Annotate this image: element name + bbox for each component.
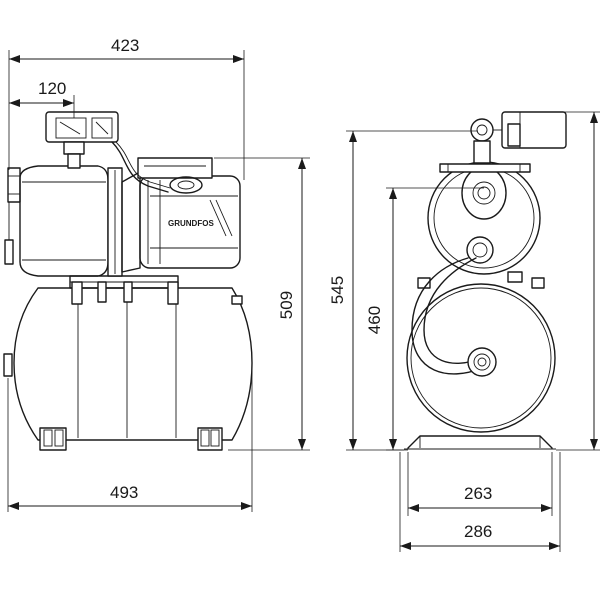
dim-inlet-offset: 120 — [38, 79, 66, 98]
front-dimensions: 423 120 509 493 — [7, 36, 310, 512]
side-base — [404, 435, 556, 450]
pump-casing — [19, 165, 123, 277]
pump-bracket — [69, 275, 179, 305]
dim-width-overall: 423 — [111, 36, 139, 55]
dim-height-total: 577 — [596, 272, 600, 300]
brand-logo: GRUNDFOS — [168, 219, 214, 228]
pressure-switch — [45, 111, 171, 193]
inlet-flange — [4, 167, 21, 265]
side-tank — [406, 271, 556, 433]
front-view: GRUNDFOS — [3, 111, 253, 451]
dim-base-width: 263 — [464, 484, 492, 503]
side-view — [404, 111, 567, 450]
dim-base-overall: 286 — [464, 522, 492, 541]
side-pump — [427, 161, 541, 275]
dim-tank-length: 493 — [110, 483, 138, 502]
side-dimensions: 545 460 577 263 286 — [328, 111, 600, 552]
side-hose — [411, 257, 497, 377]
side-pressure-switch — [470, 111, 567, 164]
motor: GRUNDFOS — [121, 157, 241, 273]
dim-suction-height: 460 — [365, 306, 384, 334]
dim-height-front: 509 — [277, 291, 296, 319]
pressure-tank — [3, 287, 253, 441]
tank-feet — [39, 427, 223, 451]
dim-height-side: 545 — [328, 276, 347, 304]
